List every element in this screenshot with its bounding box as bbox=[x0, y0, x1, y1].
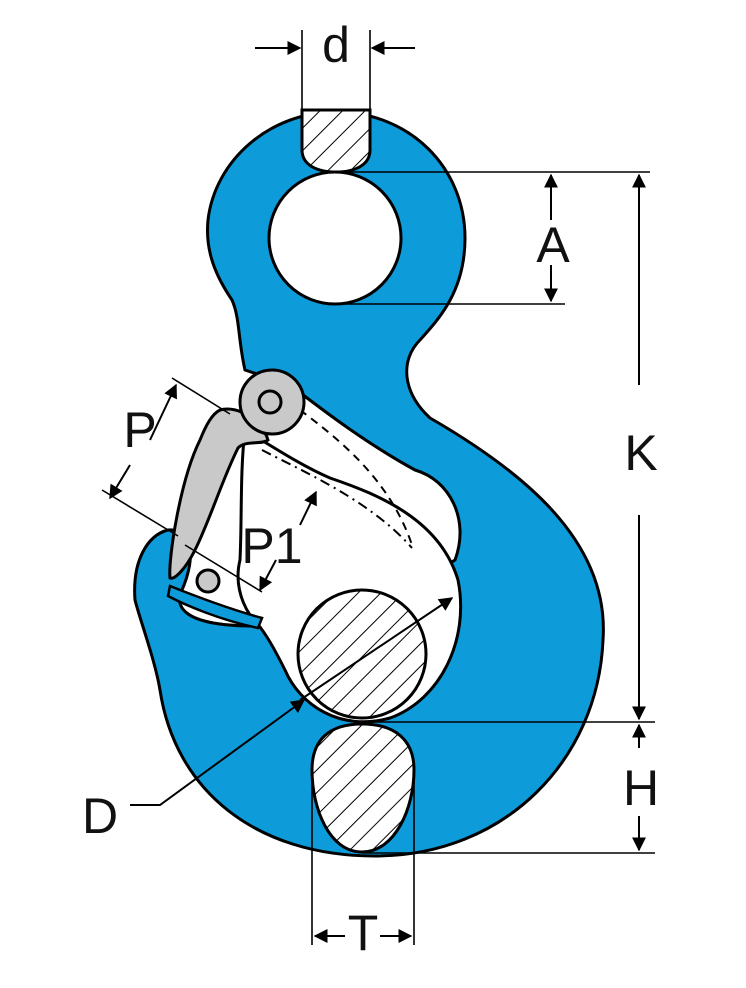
dimension-lines bbox=[101, 30, 655, 945]
label-A: A bbox=[536, 217, 570, 273]
throat-dashed-arc bbox=[299, 409, 413, 546]
eye-section-top bbox=[300, 108, 372, 174]
label-T: T bbox=[348, 905, 379, 961]
latch-pivot-pin bbox=[257, 389, 283, 415]
eye-hole bbox=[267, 170, 403, 306]
latch-pocket bbox=[166, 584, 264, 630]
bottom-section bbox=[310, 722, 416, 854]
safety-latch bbox=[168, 368, 306, 594]
load-section bbox=[296, 588, 428, 720]
label-H: H bbox=[623, 760, 659, 816]
latch-spring-pin bbox=[195, 568, 221, 594]
dimension-labels: d A K P P1 D H T bbox=[82, 17, 659, 961]
label-P1: P1 bbox=[241, 518, 302, 574]
label-K: K bbox=[624, 425, 657, 481]
label-d: d bbox=[322, 17, 350, 73]
throat-dashed-line bbox=[261, 449, 413, 549]
label-P: P bbox=[123, 402, 156, 458]
label-D: D bbox=[82, 788, 118, 844]
